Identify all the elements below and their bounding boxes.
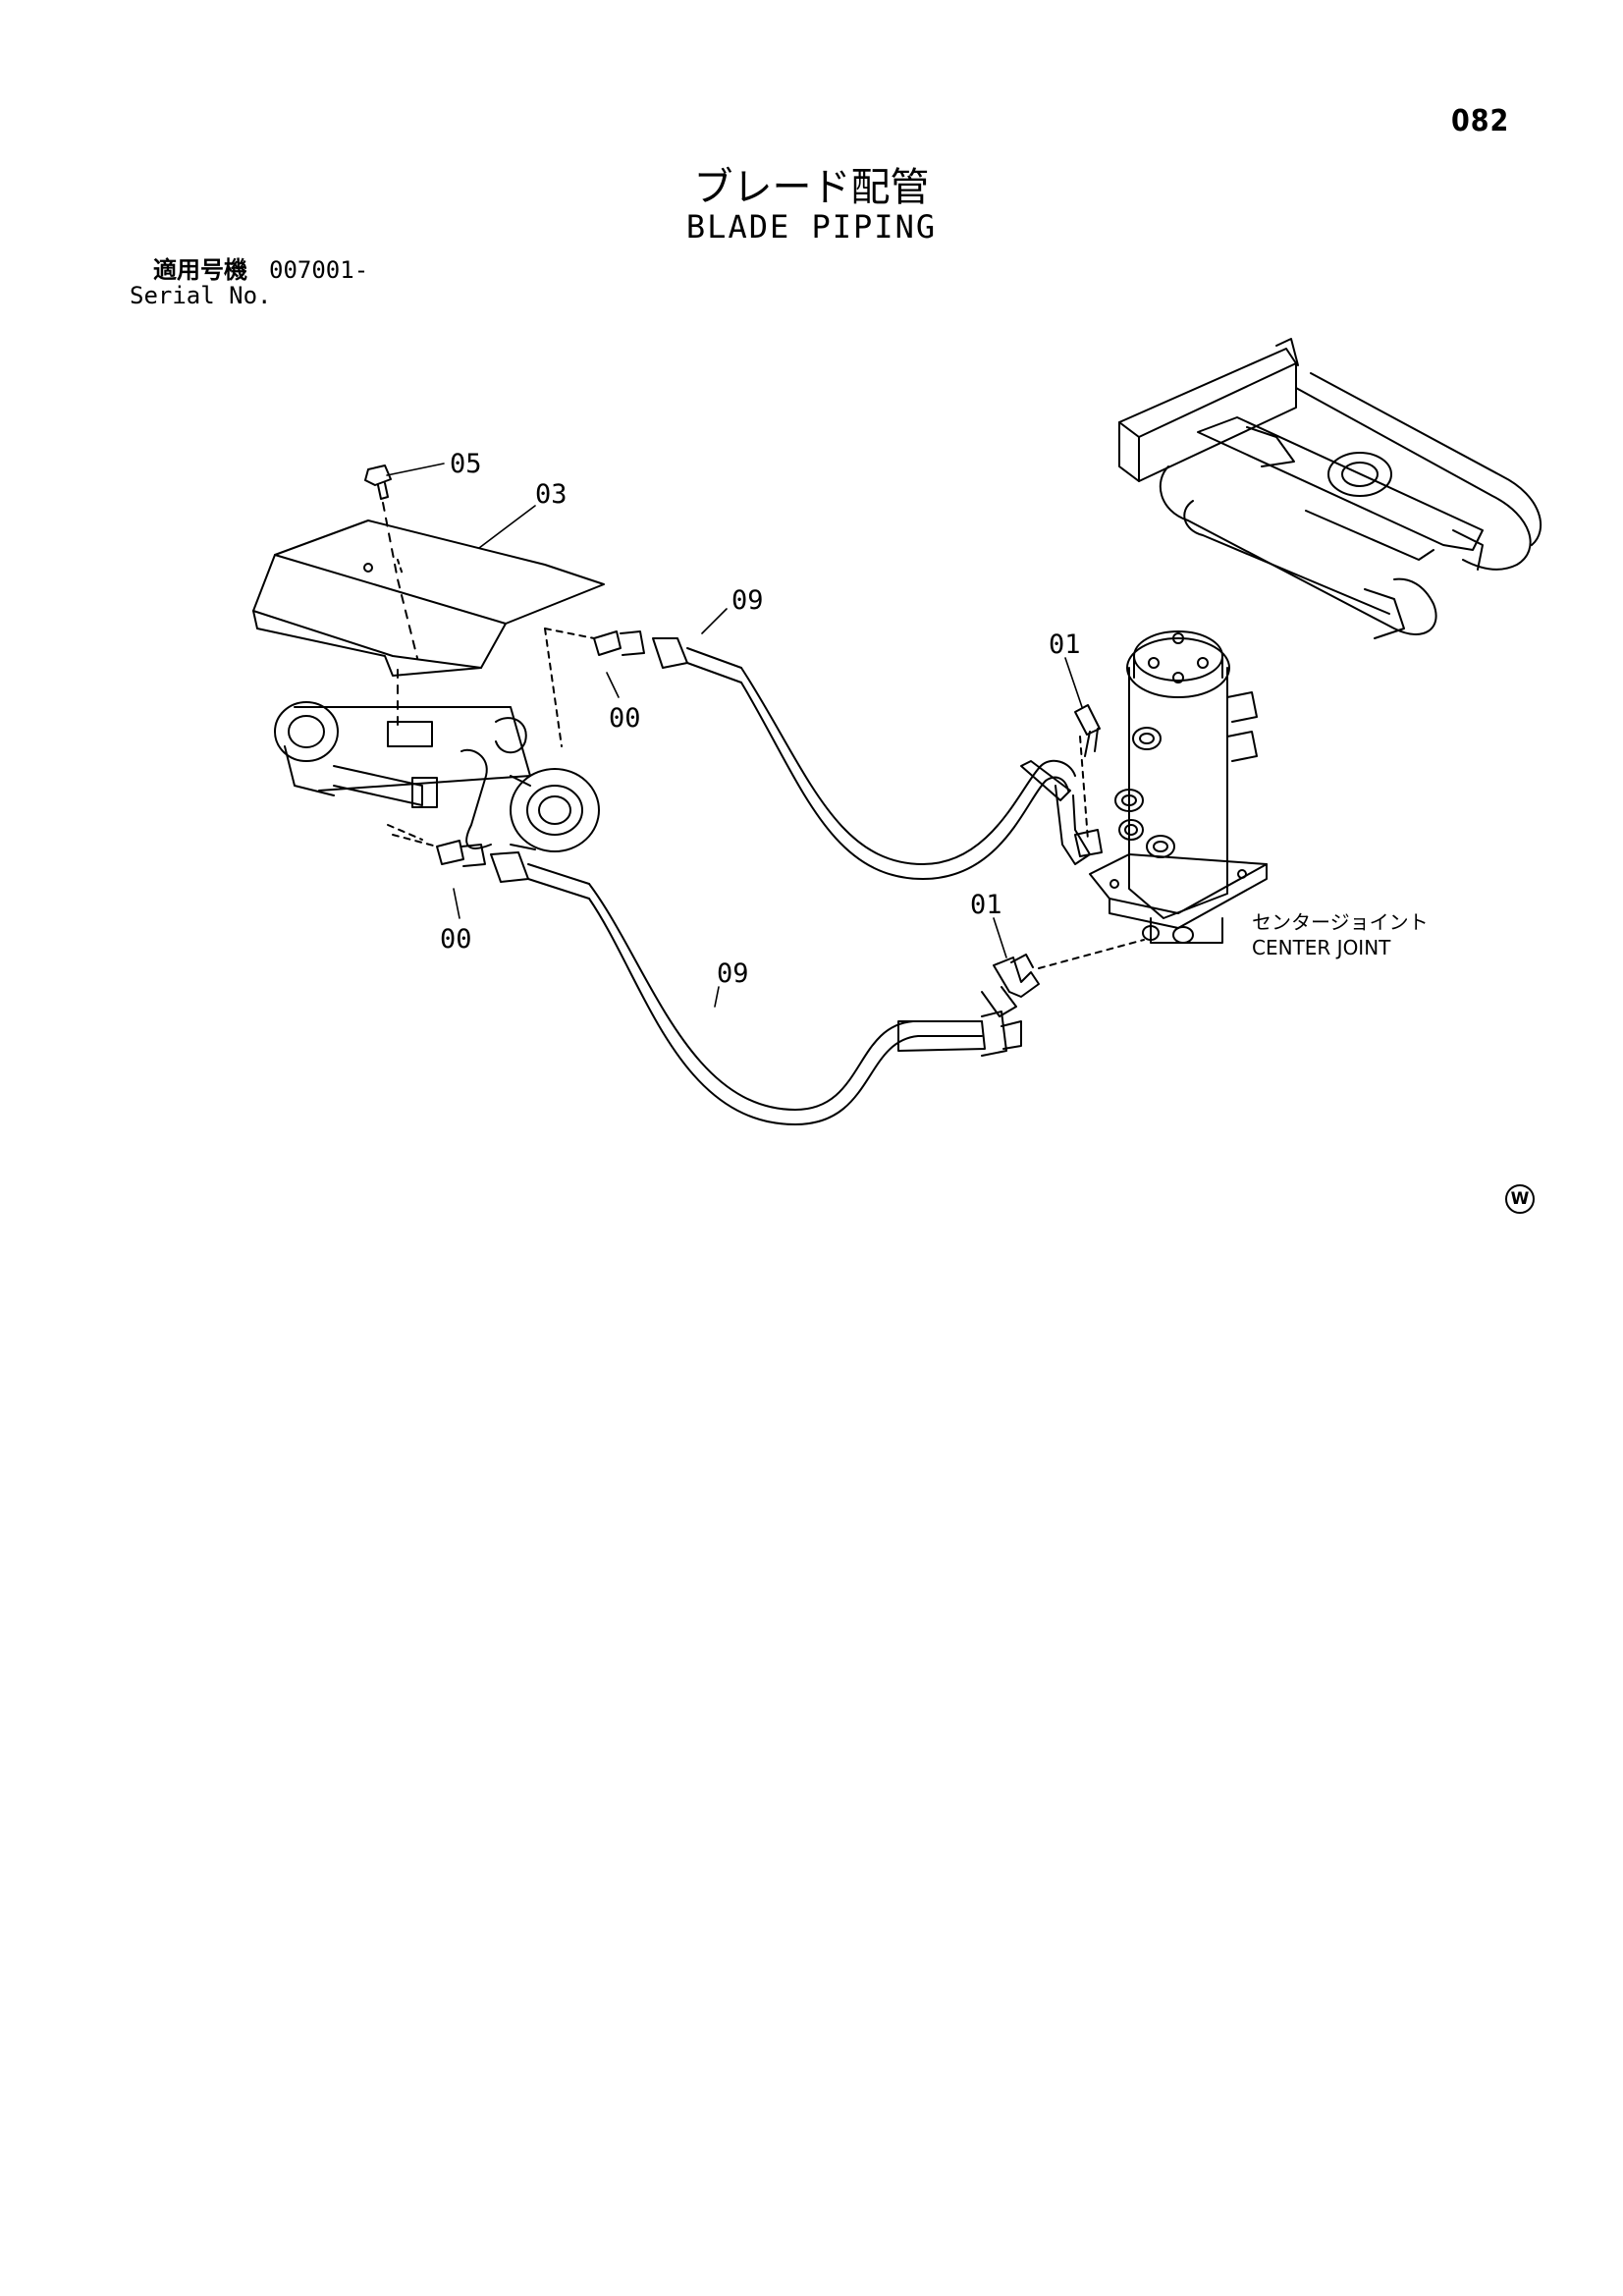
callout-part-01-upper: 01	[1049, 629, 1081, 660]
page-number: 082	[1451, 104, 1510, 138]
serial-block: 適用号機 007001- Serial No.	[130, 257, 368, 308]
serial-row: 適用号機 007001-	[130, 257, 368, 283]
callout-part-00-lower: 00	[440, 924, 472, 955]
lower-hose-illustration	[490, 851, 1022, 1125]
center-joint-label-english: CENTER JOINT	[1252, 936, 1391, 959]
w-corner-mark: W	[1505, 1184, 1535, 1214]
lower-adapter-illustration	[392, 834, 486, 867]
upper-elbow-illustration	[1074, 704, 1103, 857]
callout-part-03: 03	[535, 479, 568, 510]
center-joint-label-japanese: センタージョイント	[1252, 910, 1429, 934]
callout-part-05: 05	[450, 449, 482, 479]
leader-lines	[386, 463, 1083, 1008]
callout-part-09-upper: 09	[731, 585, 764, 616]
cylinder-cover-illustration	[252, 519, 605, 677]
title-english: BLADE PIPING	[685, 208, 938, 246]
center-joint-illustration	[1089, 630, 1268, 944]
upper-hose-illustration	[593, 630, 1091, 880]
serial-label-english: Serial No.	[130, 282, 272, 309]
lower-elbow-illustration	[981, 939, 1145, 1017]
title-japanese: ブレード配管	[693, 165, 930, 210]
bolt-illustration	[364, 465, 418, 733]
machine-overview-illustration	[1118, 338, 1542, 639]
serial-value: 007001-	[269, 256, 369, 284]
callout-part-01-lower: 01	[970, 890, 1002, 920]
blade-cylinder-illustration	[274, 628, 600, 852]
callout-part-09-lower: 09	[717, 958, 749, 989]
callout-part-00-upper: 00	[609, 703, 641, 734]
serial-label-japanese: 適用号機	[153, 256, 247, 284]
upper-adapter-illustration	[544, 628, 595, 639]
